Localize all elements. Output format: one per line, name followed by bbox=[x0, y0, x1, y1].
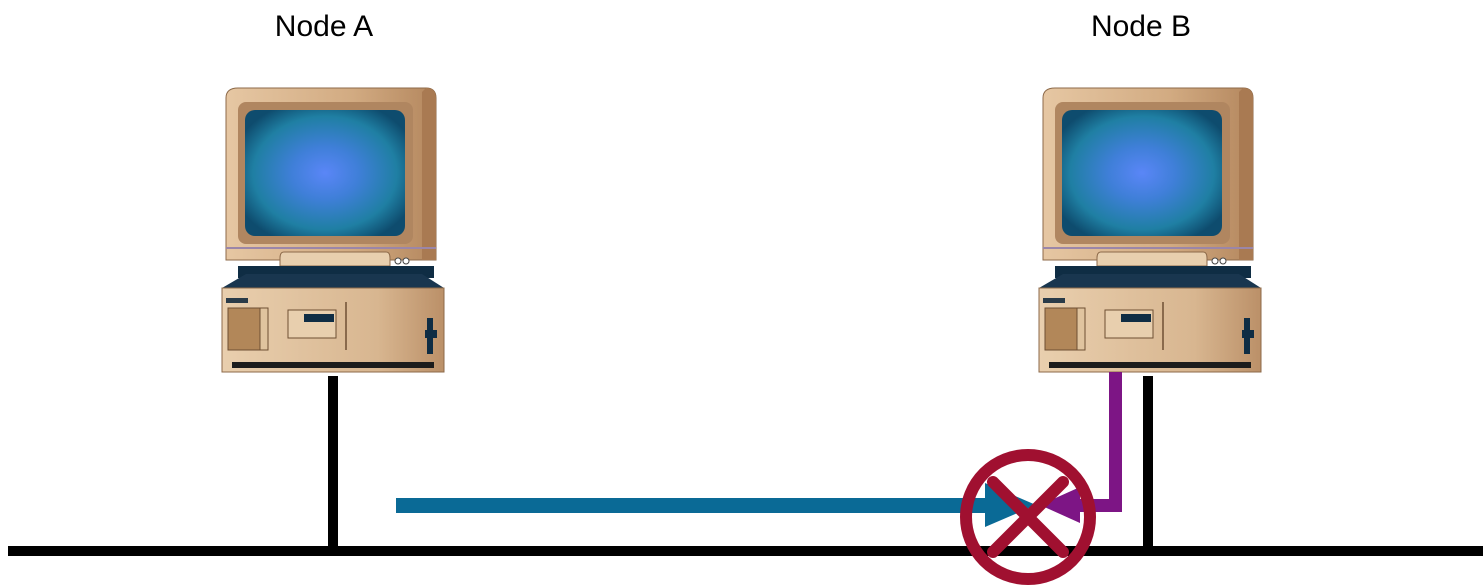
node-a-computer-icon bbox=[222, 88, 444, 372]
network-bus bbox=[8, 546, 1483, 556]
node-a-signal-arrow bbox=[396, 483, 1036, 527]
node-b-drop-line bbox=[1143, 376, 1153, 552]
node-a-drop-line bbox=[328, 376, 338, 552]
node-b-computer-icon bbox=[1039, 88, 1261, 372]
